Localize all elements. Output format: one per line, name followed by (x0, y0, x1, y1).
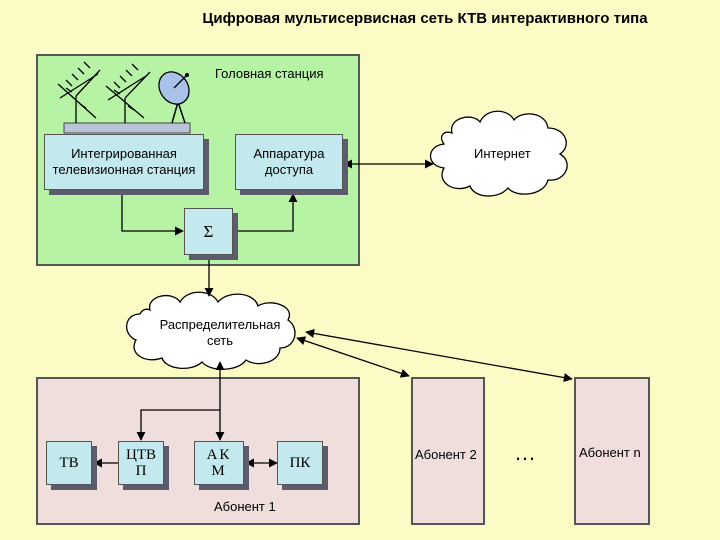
ellipsis: … (514, 440, 538, 465)
tv-label: ТВ (59, 455, 79, 471)
diagram-title: Цифровая мультисервисная сеть КТВ интера… (202, 10, 648, 27)
connectors (93, 159, 573, 468)
satellite-dish-icon (158, 71, 190, 124)
pc-label: ПК (289, 455, 311, 471)
subscriber-n-box (574, 377, 650, 525)
internet-label: Интернет (474, 146, 531, 161)
access-equipment-block: Аппаратура доступа (235, 134, 343, 190)
tv-block: ТВ (46, 441, 92, 485)
ctvp-label: ЦТВП (126, 447, 156, 479)
antenna-icon (105, 63, 151, 123)
akm-label: АКМ (206, 447, 232, 479)
integrated-tv-station-block: Интегрированная телевизионная станция (44, 134, 204, 190)
distribution-network-label: Распределительная сеть (159, 317, 281, 348)
distribution-network-cloud-icon (126, 291, 296, 370)
ctvp-block: ЦТВП (118, 441, 164, 485)
subscriber-2-box (411, 377, 485, 525)
akm-block: АКМ (194, 441, 244, 485)
summator-block: Σ (184, 208, 233, 255)
head-station-label: Головная станция (215, 66, 324, 81)
pc-block: ПК (277, 441, 323, 485)
summator-label: Σ (203, 221, 214, 241)
subscriber-1-label: Абонент 1 (214, 499, 276, 514)
antenna-icon (57, 61, 101, 123)
integrated-tv-station-label: Интегрированная телевизионная станция (52, 146, 196, 177)
subscriber-n-label: Абонент n (579, 445, 641, 460)
subscriber-2-label: Абонент 2 (415, 447, 477, 462)
access-equipment-label: Аппаратура доступа (253, 146, 325, 177)
antenna-platform (63, 122, 191, 134)
